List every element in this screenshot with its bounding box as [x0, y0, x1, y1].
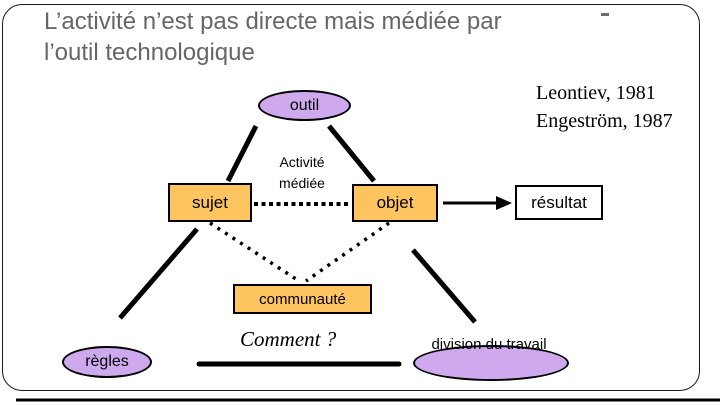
slide-title-line2: l’outil technologique	[44, 39, 255, 66]
slide-title-line1: L’activité n’est pas directe mais médiée…	[44, 8, 502, 35]
node-division-label: division du travail	[431, 336, 547, 353]
edge-sujet-communaute-dotted	[209, 221, 300, 283]
node-resultat: résultat	[515, 185, 603, 220]
slide-rounded-border	[2, 4, 700, 391]
arrowhead	[496, 196, 512, 210]
citation-engestrom: Engeström, 1987	[536, 110, 673, 132]
node-sujet: sujet	[168, 183, 252, 222]
edge-label-activite-mediee: Activité médiée	[279, 154, 325, 191]
citation-block: Leontiev, 1981 Engeström, 1987	[536, 79, 673, 135]
edge-outil-sujet	[225, 124, 259, 183]
edge-objet-communaute-dotted	[304, 221, 391, 283]
edge-sujet-regles	[118, 227, 199, 320]
edge-objet-division	[411, 248, 477, 324]
node-division-ellipse	[413, 345, 569, 381]
node-communaute: communauté	[233, 284, 372, 314]
edge-outil-objet	[327, 124, 376, 183]
node-outil: outil	[258, 90, 351, 121]
slide-title: L’activité n’est pas directe mais médiée…	[44, 6, 664, 68]
node-regles: règles	[62, 346, 152, 378]
stray-dash-mark	[601, 13, 609, 16]
node-objet: objet	[352, 184, 438, 222]
citation-leontiev: Leontiev, 1981	[536, 82, 656, 104]
question-label: Comment ?	[240, 327, 337, 351]
